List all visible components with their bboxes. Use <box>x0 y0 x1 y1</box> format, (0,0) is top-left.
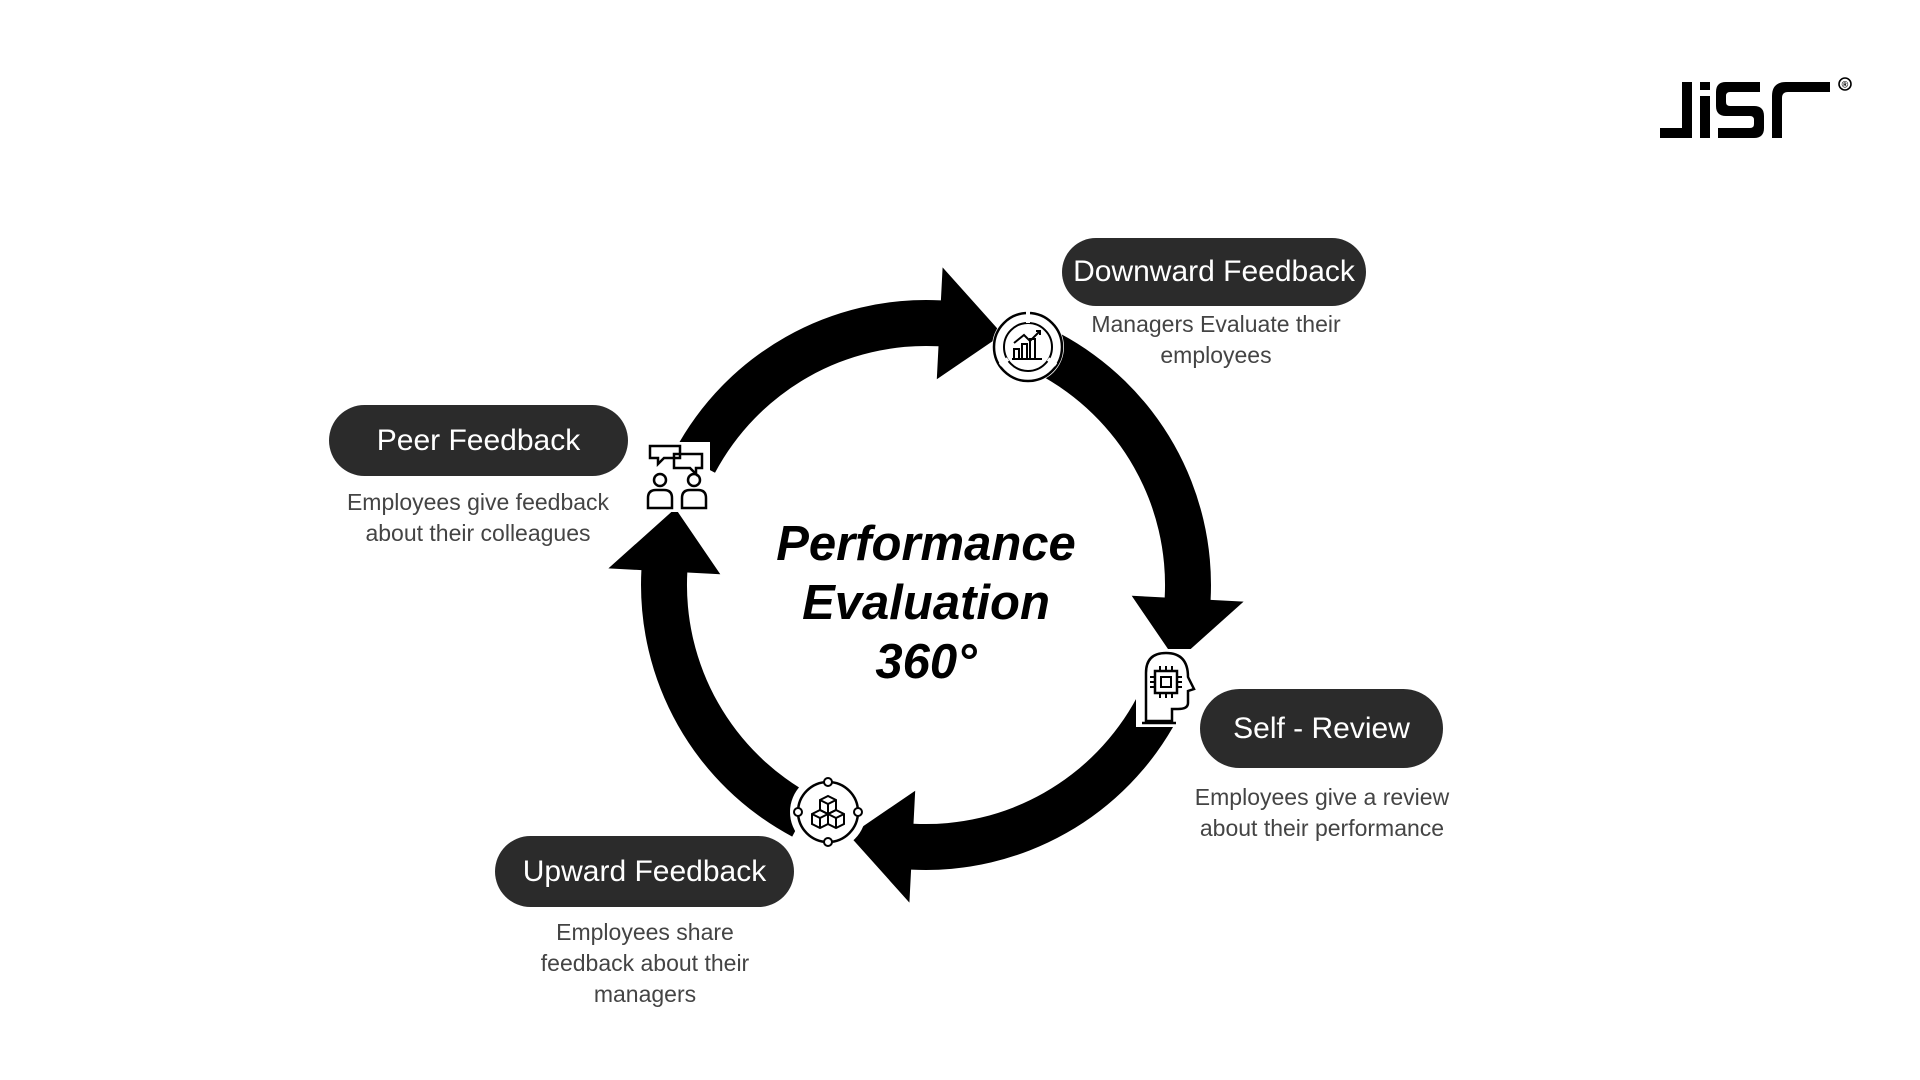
stage-self-review: Self - Review <box>1200 689 1443 768</box>
description-line: Employees give feedback <box>346 489 610 515</box>
stage-description: Employees give a review about their perf… <box>1152 782 1492 844</box>
stage-upward-feedback: Upward Feedback <box>495 836 794 907</box>
stage-downward-feedback: Downward Feedback <box>1062 238 1366 306</box>
people-chat-icon <box>642 442 710 512</box>
stage-description: Employees give feedback about their coll… <box>308 487 648 549</box>
description-line: about their colleagues <box>365 520 591 546</box>
description-line: employees <box>1160 342 1272 368</box>
stage-description: Employees share feedback about their man… <box>475 917 815 1010</box>
title-line: Evaluation <box>802 576 1050 630</box>
description-line: about their performance <box>1199 815 1445 841</box>
head-chip-icon <box>1136 649 1196 727</box>
cubes-orbit-icon <box>790 774 866 850</box>
center-title: Performance Evaluation 360° <box>676 515 1176 692</box>
arrow-to-peer <box>608 508 814 837</box>
title-line: 360° <box>875 635 977 689</box>
jisr-logo: ® <box>1660 77 1852 138</box>
description-line: Managers Evaluate their <box>1091 311 1341 337</box>
registered-mark: ® <box>1842 80 1849 90</box>
description-line: feedback about their <box>540 950 750 976</box>
description-line: Employees give a review <box>1194 784 1450 810</box>
arrow-to-downward <box>674 267 1003 473</box>
chart-ring-icon <box>992 311 1064 383</box>
description-line: managers <box>593 981 697 1007</box>
arrow-to-self-review <box>1038 333 1244 662</box>
stage-peer-feedback: Peer Feedback <box>329 405 628 476</box>
stage-description: Managers Evaluate their employees <box>1046 309 1386 371</box>
title-line: Performance <box>776 517 1076 571</box>
arrow-to-upward <box>849 697 1178 903</box>
description-line: Employees share <box>556 919 734 945</box>
